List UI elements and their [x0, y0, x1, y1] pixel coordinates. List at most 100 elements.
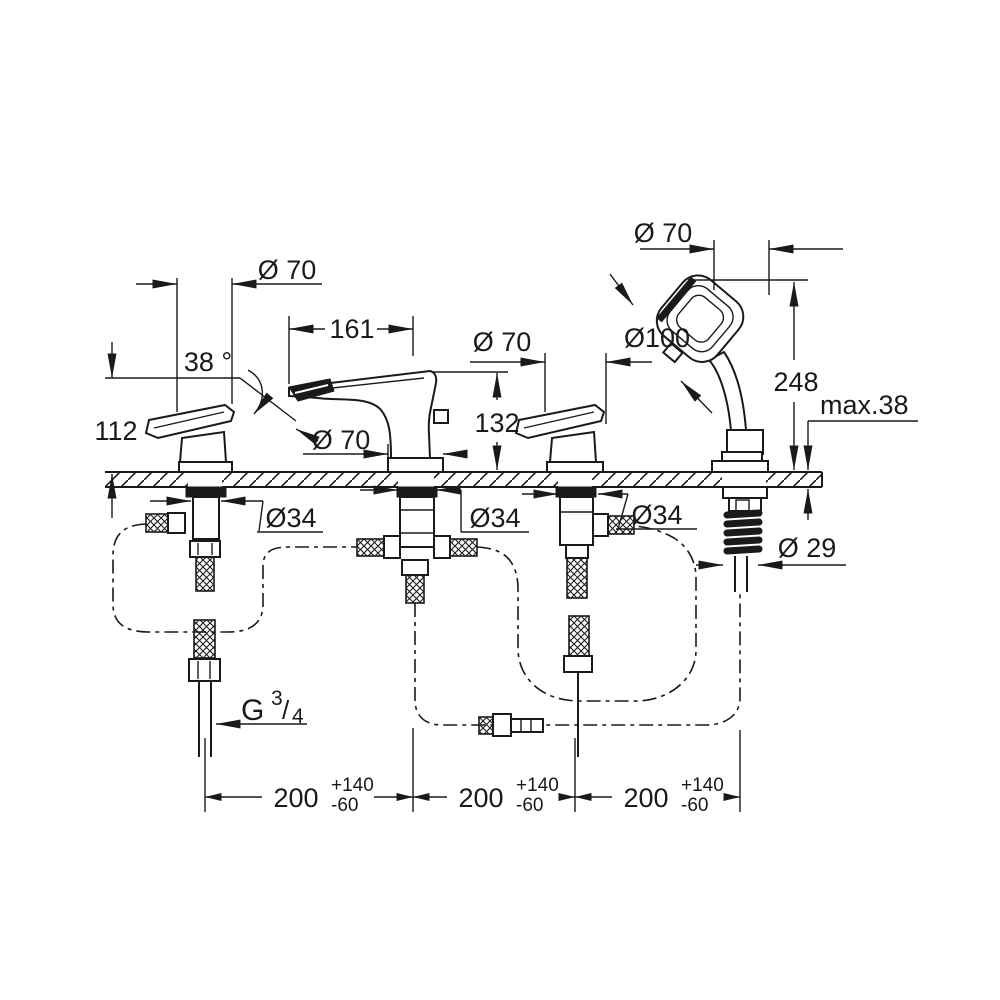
left-hose-braid-upper — [195, 556, 215, 592]
left-hose-braid-lower — [193, 619, 216, 659]
hand-shower-handle — [707, 350, 748, 433]
spacing-tol-plus: +140 — [681, 775, 724, 796]
coupling-braid — [478, 716, 494, 735]
leader-arrow-to-head — [609, 273, 634, 306]
right-handle-lever-line — [523, 411, 595, 429]
left-handle — [144, 403, 236, 473]
thread-slash: / — [282, 695, 290, 725]
hand-shower — [655, 274, 769, 592]
dim-spout-angle: 38 ° — [105, 347, 297, 422]
dim-spout-reach: 161 — [288, 314, 414, 384]
left-valve-nut — [189, 540, 221, 558]
left-handle-escutcheon — [178, 461, 233, 473]
hand-shower-head — [655, 274, 745, 364]
thread-denominator: 4 — [292, 705, 304, 728]
deck-hole-shower — [722, 470, 766, 489]
leader — [258, 500, 264, 532]
dim-label: Ø100 — [624, 323, 690, 353]
angle-line — [239, 377, 297, 422]
spout-valve-escutcheon — [396, 486, 438, 498]
dim-label: 112 — [94, 416, 137, 446]
coupling-nut — [492, 713, 512, 737]
right-hose-braid-upper — [566, 557, 588, 599]
dim-label: Ø 70 — [473, 327, 532, 357]
right-handle-lever — [514, 403, 606, 440]
angle-arc-arrow — [247, 369, 274, 415]
dim-label: 38 ° — [184, 347, 232, 377]
hose-routing — [112, 523, 741, 737]
leader — [617, 493, 629, 530]
spacing-tol-plus: +140 — [516, 775, 559, 796]
spout-valve-bottom-nut — [401, 559, 429, 576]
holder-body — [726, 429, 764, 455]
spout-valve-left-braid — [356, 538, 385, 557]
head-ring-inner — [675, 294, 725, 343]
spacing-tol-minus: -60 — [331, 795, 358, 816]
dim-spacing-2: 200 +140 -60 — [413, 775, 575, 816]
dim-handle-left-diameter: Ø 70 — [136, 255, 322, 412]
left-valve-body — [192, 496, 220, 540]
spout-valve-right-nut — [433, 535, 451, 559]
dim-label: max.38 — [820, 390, 909, 420]
dim-handle-right-diameter: Ø 70 — [470, 327, 652, 424]
spacing-value: 200 — [458, 783, 503, 813]
right-valve-side-nut — [592, 513, 609, 537]
right-handle-escutcheon — [546, 461, 604, 473]
dim-deck-thickness: max.38 — [803, 390, 918, 520]
deck-hole-left — [188, 470, 222, 489]
spout-valve-left-nut — [383, 535, 401, 559]
dim-label: Ø 70 — [258, 255, 317, 285]
spout-valve-underdeck — [356, 486, 478, 604]
dim-hole-middle: Ø34 — [360, 485, 529, 533]
spout — [288, 369, 449, 473]
left-valve-escutcheon — [185, 486, 227, 498]
dim-spacing-3: 200 +140 -60 — [575, 775, 740, 816]
head-button — [661, 341, 684, 364]
left-handle-lever — [144, 403, 236, 440]
left-valve-side-braid — [145, 513, 169, 533]
thread-prefix: G — [241, 694, 264, 727]
spout-valve-right-braid — [449, 538, 478, 557]
left-valve-underdeck — [145, 486, 227, 757]
deck-hole-spout — [398, 470, 434, 489]
spout-escutcheon — [387, 457, 444, 473]
dim-spout-height: 132 — [433, 371, 520, 470]
dim-hole-spacings: 200 +140 -60 200 +140 -60 200 +140 -60 — [204, 728, 741, 816]
deck-hole-right — [558, 470, 592, 489]
left-hose-nut — [188, 658, 221, 682]
left-handle-neck — [178, 430, 228, 463]
right-valve-nut — [565, 544, 589, 559]
coupling-barrel — [510, 718, 544, 733]
leader-arrow — [295, 428, 320, 445]
left-handle-lever-line — [153, 411, 225, 429]
thread-numerator: 3 — [271, 687, 283, 710]
dim-label: Ø 70 — [634, 218, 693, 248]
right-hose-braid-lower — [568, 615, 590, 657]
head-face-band — [656, 276, 697, 323]
dim-label: Ø34 — [265, 503, 316, 533]
holder-collar — [721, 451, 763, 462]
dim-holder-diameter: Ø 70 — [609, 218, 843, 306]
spacing-tol-minus: -60 — [516, 795, 543, 816]
dim-label: 248 — [773, 367, 818, 397]
holder-escutcheon — [711, 460, 769, 473]
right-handle-neck — [548, 430, 598, 463]
dim-spout-base-diameter: Ø 70 — [295, 425, 468, 460]
dim-shower-height: 248 — [688, 279, 819, 470]
dim-label: Ø 70 — [312, 425, 371, 455]
hose-loop-left — [112, 523, 357, 633]
left-valve-side-nut — [167, 512, 186, 534]
mounting-deck — [105, 470, 823, 489]
dim-spacing-1: 200 +140 -60 — [205, 775, 413, 816]
dim-thread-size: G 3 / 4 — [216, 687, 307, 729]
hose-coil — [723, 509, 763, 555]
dim-handle-height: 112 — [94, 342, 138, 518]
spacing-value: 200 — [623, 783, 668, 813]
dim-head-diameter: Ø100 — [624, 323, 713, 414]
right-valve-underdeck — [555, 486, 635, 757]
dim-label: Ø34 — [469, 503, 520, 533]
shower-shank — [722, 486, 768, 499]
hose-run-bottom — [414, 594, 741, 726]
spout-aerator-highlight — [294, 384, 329, 394]
